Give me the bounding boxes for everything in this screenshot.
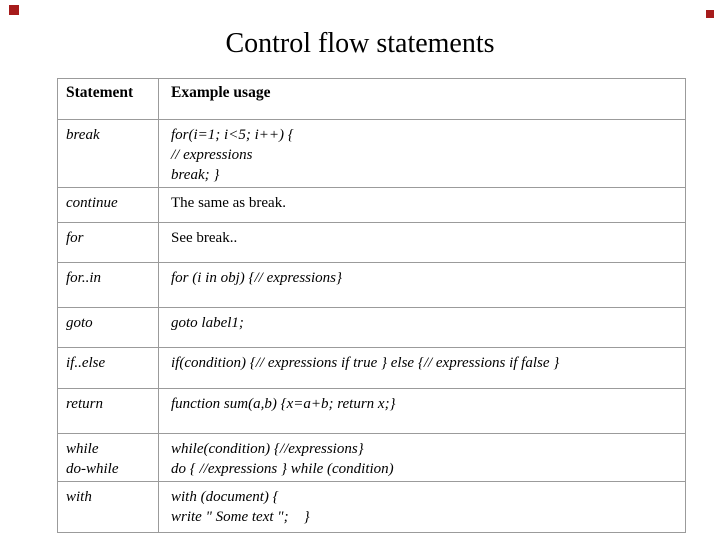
example-line: The same as break.	[171, 195, 286, 211]
statement-line: continue	[66, 195, 118, 211]
statement-line: goto	[66, 315, 93, 331]
table-row: break for(i=1; i<5; i++) { // expressions b…	[57, 119, 686, 188]
red-square-decoration-top-right	[706, 10, 714, 18]
statement-cell: for..in	[57, 262, 159, 308]
statement-cell: return	[57, 388, 159, 434]
example-usage-cell: function sum(a,b) {x=a+b; return x;}	[158, 388, 686, 434]
statement-line: with	[66, 489, 92, 505]
example-line: for(i=1; i<5; i++) {	[171, 127, 294, 143]
table-header-row: Statement Example usage	[57, 78, 686, 120]
statement-cell: if..else	[57, 347, 159, 389]
statement-line: for	[66, 230, 84, 246]
example-usage-cell: The same as break.	[158, 187, 686, 223]
example-line: for (i in obj) {// expressions}	[171, 270, 343, 286]
table-row: for See break..	[57, 222, 686, 263]
example-usage-cell: with (document) { write " Some text "; }	[158, 481, 686, 533]
example-line: while(condition) {//expressions}	[171, 441, 364, 457]
statement-line: for..in	[66, 270, 102, 286]
table-row: return function sum(a,b) {x=a+b; return x…	[57, 388, 686, 434]
example-line: write " Some text "; }	[171, 509, 310, 525]
statement-cell: goto	[57, 307, 159, 348]
statement-line: while	[66, 441, 99, 457]
example-usage-cell: while(condition) {//expressions} do { //e…	[158, 433, 686, 482]
example-line: if(condition) {// expressions if true } …	[171, 355, 560, 371]
table-row: with with (document) { write " Some text "…	[57, 481, 686, 533]
red-square-decoration-top-left	[9, 5, 19, 15]
example-line: // expressions	[171, 147, 253, 163]
statement-cell: with	[57, 481, 159, 533]
example-line: break; }	[171, 167, 220, 183]
example-line: See break..	[171, 230, 238, 246]
example-usage-cell: goto label1;	[158, 307, 686, 348]
table-row: goto goto label1;	[57, 307, 686, 348]
statement-line: if..else	[66, 355, 106, 371]
statement-cell: while do-while	[57, 433, 159, 482]
example-usage-cell: for (i in obj) {// expressions}	[158, 262, 686, 308]
statement-cell: for	[57, 222, 159, 263]
table-row: if..else if(condition) {// expressions if…	[57, 347, 686, 389]
page-title: Control flow statements	[225, 28, 495, 59]
column-header-example-usage: Example usage	[158, 78, 686, 120]
example-usage-cell: for(i=1; i<5; i++) { // expressions break;…	[158, 119, 686, 188]
example-usage-cell: if(condition) {// expressions if true } …	[158, 347, 686, 389]
table-row: while do-while while(condition) {//express…	[57, 433, 686, 482]
example-usage-cell: See break..	[158, 222, 686, 263]
example-line: with (document) {	[171, 489, 279, 505]
table-row: continue The same as break.	[57, 187, 686, 223]
statement-line: return	[66, 396, 103, 412]
statement-cell: break	[57, 119, 159, 188]
statement-cell: continue	[57, 187, 159, 223]
example-line: function sum(a,b) {x=a+b; return x;}	[171, 396, 396, 412]
table-row: for..in for (i in obj) {// expressions}	[57, 262, 686, 308]
control-flow-table: Statement Example usage break for(i=1; i<…	[57, 78, 686, 533]
example-line: do { //expressions } while (condition)	[171, 461, 394, 477]
statement-line: break	[66, 127, 100, 143]
statement-line: do-while	[66, 461, 119, 477]
column-header-statement: Statement	[57, 78, 159, 120]
example-line: goto label1;	[171, 315, 244, 331]
